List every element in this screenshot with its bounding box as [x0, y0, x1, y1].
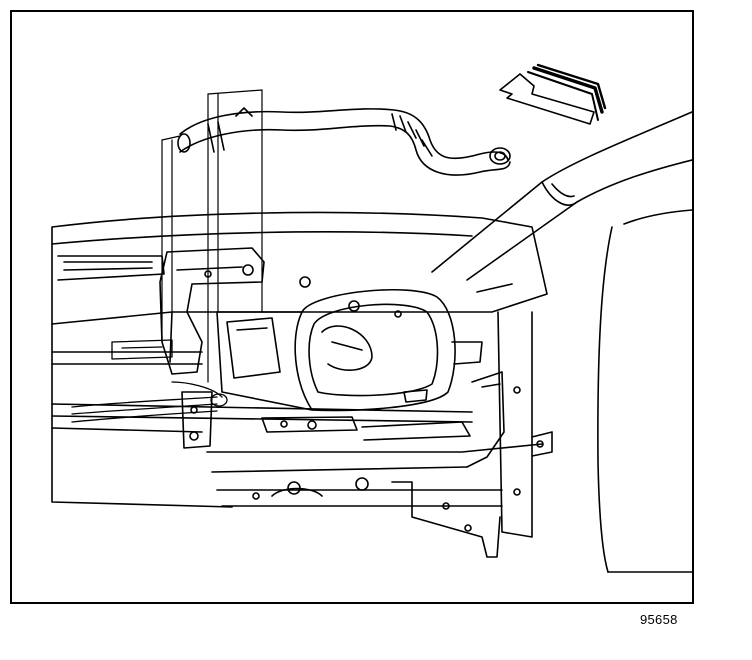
- technical-illustration: [51, 63, 692, 573]
- air-hose: [177, 107, 511, 176]
- wiring-harness: [71, 339, 228, 423]
- lower-rails: [51, 351, 543, 507]
- leader-lines: [161, 89, 263, 383]
- figure-number: 95658: [640, 612, 678, 627]
- right-mounting-bracket: [261, 311, 553, 558]
- forward-arrow-icon: [499, 63, 607, 125]
- instrument-panel-carrier: [51, 211, 548, 508]
- steering-column-bracket: [216, 289, 483, 412]
- illustration-frame: [10, 10, 694, 604]
- a-pillar: [431, 111, 692, 573]
